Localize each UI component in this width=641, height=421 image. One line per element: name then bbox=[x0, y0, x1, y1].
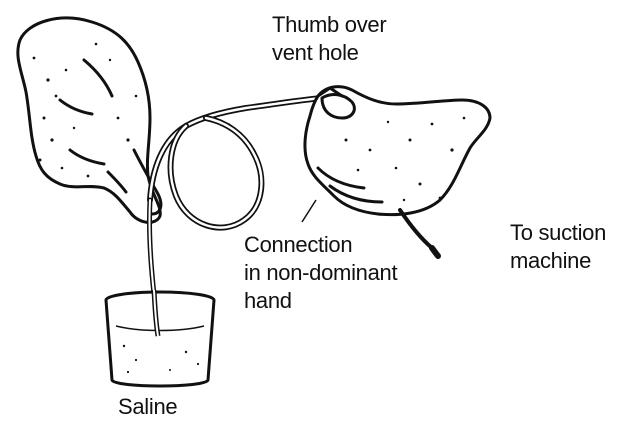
label-thumb-line2: vent hole bbox=[272, 40, 359, 65]
label-connection-line2: in non-dominant bbox=[244, 260, 397, 285]
connection-leader-line bbox=[302, 200, 316, 222]
label-saline: Saline bbox=[118, 394, 177, 419]
left-hand bbox=[18, 18, 161, 222]
label-connection-line3: hand bbox=[244, 288, 292, 313]
label-suction-line1: To suction bbox=[510, 220, 606, 245]
label-connection-line1: Connection bbox=[244, 232, 352, 257]
suction-tube bbox=[400, 210, 438, 256]
label-thumb-line1: Thumb over bbox=[272, 12, 386, 37]
right-hand bbox=[305, 87, 490, 215]
label-suction-line2: machine bbox=[510, 248, 591, 273]
saline-beaker bbox=[106, 290, 214, 386]
